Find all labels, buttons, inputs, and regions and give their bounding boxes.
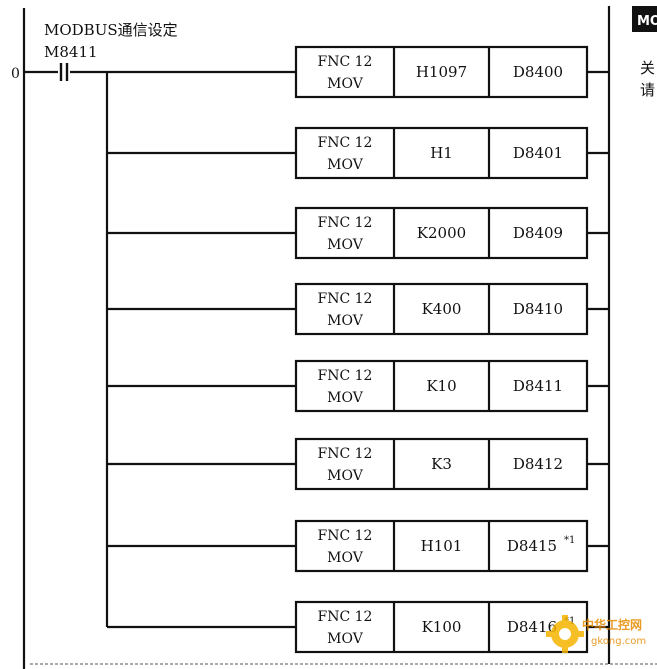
rung-3: FNC 12 MOV K2000 D8409 (107, 206, 609, 260)
mnemonic: MOV (327, 550, 364, 566)
mnemonic: MOV (327, 631, 364, 647)
rung-4: FNC 12 MOV K400 D8410 (107, 282, 609, 336)
fnc-code: FNC 12 (318, 446, 373, 462)
mnemonic: MOV (327, 237, 364, 253)
diagram-title: MODBUS通信设定 (44, 21, 178, 39)
rung-5: FNC 12 MOV K10 D8411 (107, 359, 609, 413)
mnemonic: MOV (327, 390, 364, 406)
instruction-box (294, 126, 589, 180)
fnc-code: FNC 12 (318, 368, 373, 384)
source-operand: H1 (430, 144, 453, 162)
dest-operand: D8411 (513, 377, 563, 395)
margin-char-2: 请 (640, 81, 655, 99)
instruction-box (294, 600, 589, 654)
rung-7: FNC 12 MOV H101 D8415 *1 (107, 519, 609, 573)
source-operand: H1097 (416, 63, 467, 81)
mnemonic: MOV (327, 468, 364, 484)
dest-operand: D8410 (513, 300, 563, 318)
section-badge-text: MO (637, 14, 657, 29)
contact-label: M8411 (44, 43, 98, 61)
dest-operand: D8409 (513, 224, 563, 242)
source-operand: K400 (422, 300, 462, 318)
instruction-box (294, 282, 589, 336)
source-operand: K2000 (417, 224, 466, 242)
fnc-code: FNC 12 (318, 609, 373, 625)
fnc-code: FNC 12 (318, 215, 373, 231)
instruction-box (294, 45, 589, 99)
mnemonic: MOV (327, 157, 364, 173)
watermark-url: gkong.com (591, 636, 646, 647)
dest-operand: D8415 (507, 537, 557, 555)
dest-operand: D8401 (513, 144, 563, 162)
gear-logo-icon (546, 615, 584, 653)
watermark-text: 中华工控网 (582, 617, 642, 632)
dest-operand: D8400 (513, 63, 563, 81)
instruction-box (294, 206, 589, 260)
step-number: 0 (11, 66, 20, 82)
source-operand: K10 (426, 377, 456, 395)
contact-m8411 (24, 63, 296, 81)
rung-6: FNC 12 MOV K3 D8412 (107, 437, 609, 491)
rung-2: FNC 12 MOV H1 D8401 (107, 126, 609, 180)
fnc-code: FNC 12 (318, 54, 373, 70)
mnemonic: MOV (327, 313, 364, 329)
source-operand: H101 (421, 537, 463, 555)
fnc-code: FNC 12 (318, 528, 373, 544)
instruction-box (294, 359, 589, 413)
watermark: 中华工控网 gkong.com (546, 615, 646, 653)
footnote-mark: *1 (564, 535, 575, 546)
source-operand: K100 (422, 618, 462, 636)
fnc-code: FNC 12 (318, 291, 373, 307)
instruction-box (294, 437, 589, 491)
fnc-code: FNC 12 (318, 135, 373, 151)
rung-1: FNC 12 MOV H1097 D8400 (294, 45, 609, 99)
section-badge (632, 6, 657, 32)
mnemonic: MOV (327, 76, 364, 92)
dest-operand: D8412 (513, 455, 563, 473)
source-operand: K3 (431, 455, 452, 473)
instruction-box (294, 519, 589, 573)
margin-char-1: 关 (640, 59, 655, 77)
dest-operand: D8416 (507, 618, 557, 636)
